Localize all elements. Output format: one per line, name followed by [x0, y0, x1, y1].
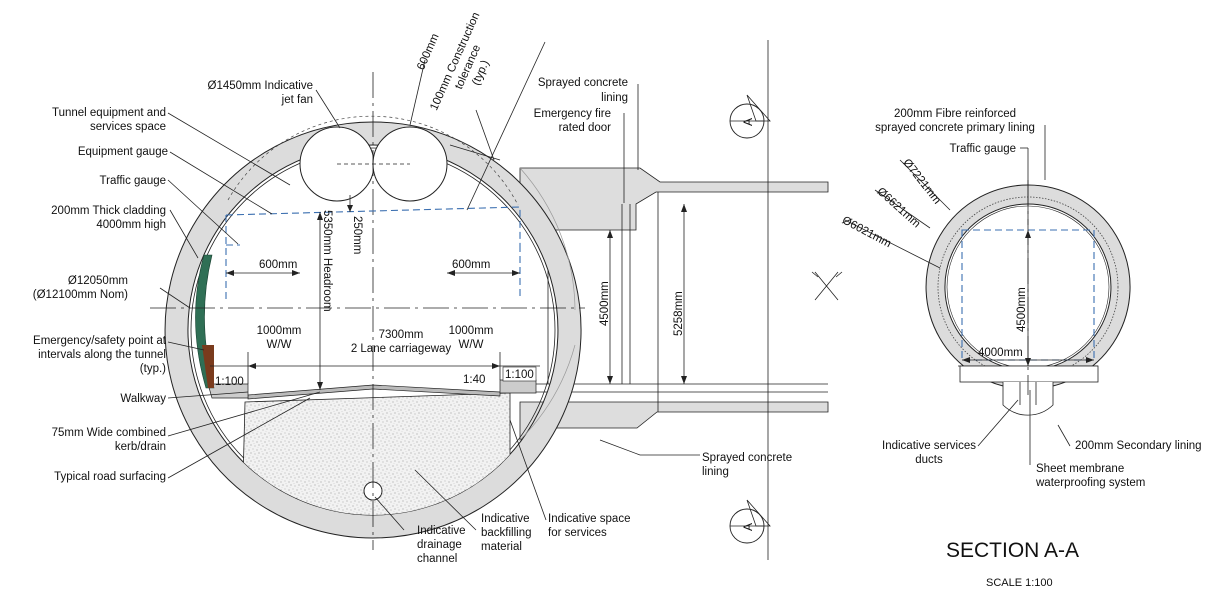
tunnel-lining: [164, 121, 582, 539]
dim-600-top: 600mm: [415, 32, 442, 72]
section-marker-bottom: A: [729, 499, 771, 544]
label-secondary-lining: 200mm Secondary lining: [1075, 440, 1202, 452]
dim-headroom: 5350mm Headroom: [321, 210, 333, 312]
walkway-right: [499, 379, 537, 394]
label-road-surfacing: Typical road surfacing: [54, 471, 166, 483]
section-marker-top-letter: A: [741, 118, 755, 126]
cross-passage: [519, 167, 829, 441]
dim-small-4000: 4000mm: [978, 347, 1023, 359]
label-traffic-gauge-small: Traffic gauge: [950, 143, 1016, 155]
dim-small-4500: 4500mm: [1016, 287, 1028, 332]
dim-dia-6021: Ø6021mm: [840, 214, 893, 250]
dim-slope-right: 1:100: [505, 369, 534, 381]
label-diameter: Ø12050mm(Ø12100mm Nom): [33, 275, 128, 301]
dim-250: 250mm: [351, 216, 363, 254]
dim-dia-6621: Ø6621mm: [875, 186, 923, 231]
dim-slope-left: 1:100: [215, 376, 244, 388]
emergency-point: [202, 345, 214, 388]
dim-4500: 4500mm: [599, 281, 611, 326]
dim-tolerance: 100mm Constructiontolerance(typ.): [428, 11, 508, 124]
label-traffic-gauge: Traffic gauge: [100, 175, 166, 187]
dim-600-right: 600mm: [452, 259, 490, 271]
dim-dia-7221: Ø7221mm: [900, 157, 943, 207]
section-scale: SCALE 1:100: [986, 577, 1053, 589]
section-title: SECTION A-A: [946, 539, 1079, 562]
label-walkway: Walkway: [120, 393, 166, 405]
main-dimensions: [210, 40, 843, 560]
dim-5258: 5258mm: [673, 291, 685, 336]
section-marker-top: A: [729, 94, 771, 139]
traffic-gauge: [225, 206, 521, 300]
section-marker-bottom-letter: A: [741, 523, 755, 531]
dim-600-left: 600mm: [259, 259, 297, 271]
dim-slope-mid: 1:40: [463, 374, 485, 386]
label-equipment-gauge: Equipment gauge: [78, 146, 168, 158]
cross-passage-section: [844, 125, 1131, 465]
leader-lines: [159, 41, 700, 531]
main-tunnel: A A: [150, 40, 843, 560]
